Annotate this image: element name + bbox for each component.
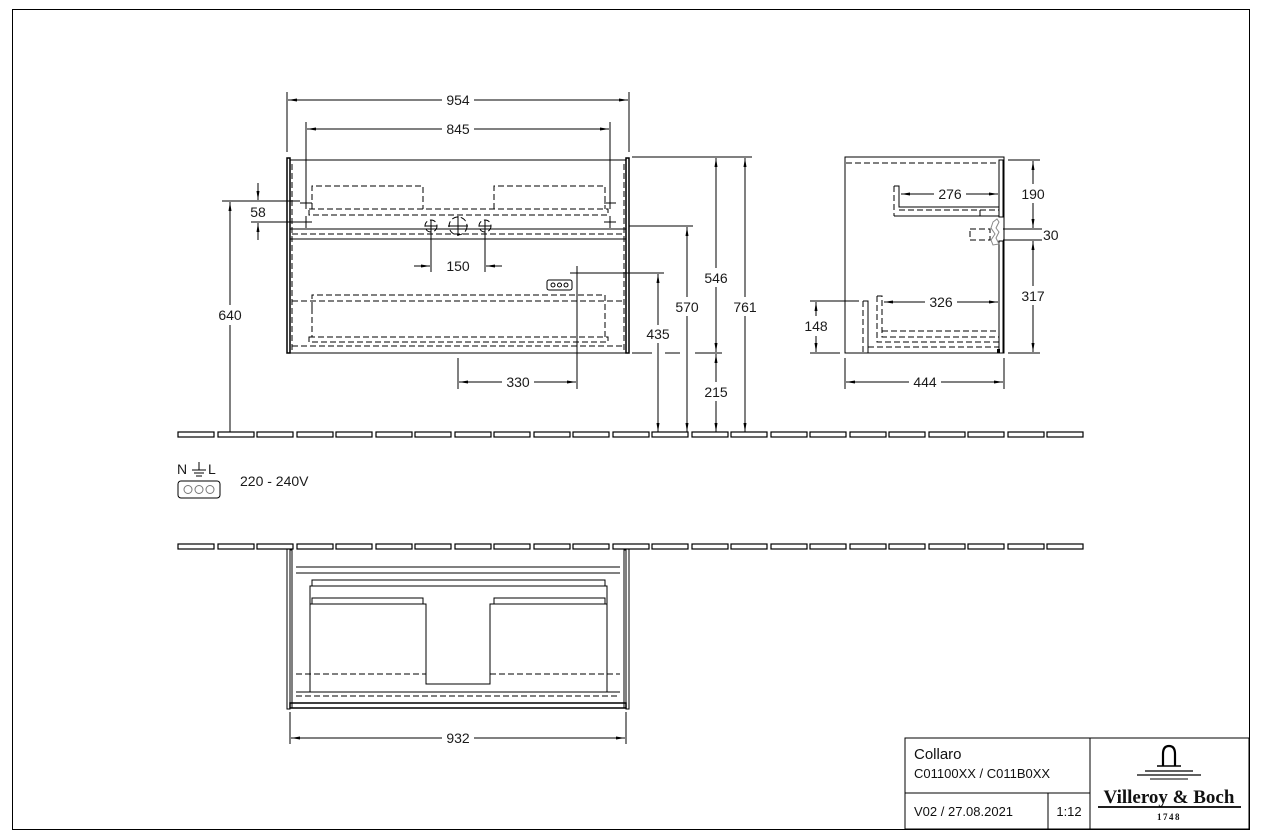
product-name: Collaro [914,746,962,763]
terminal-n-label: N [177,461,187,477]
side-view: 276 326 190 30 317 148 444 [804,156,1059,390]
dim-lower-drawer-depth: 326 [929,294,953,310]
title-block: Collaro C01100XX / C011B0XX V02 / 27.08.… [904,737,1250,830]
version-date: V02 / 27.08.2021 [914,804,1013,819]
dim-height-546: 546 [704,270,728,286]
electrical-spec: N L 220 - 240V [177,461,309,499]
dim-tap-spacing: 150 [446,258,470,274]
dim-basin-centers: 845 [446,121,470,137]
drawing-frame [12,9,1250,830]
tap-holes [424,216,492,236]
dim-divider: 30 [1043,227,1059,243]
dim-height-570: 570 [675,299,699,315]
drawing-scale: 1:12 [1056,804,1081,819]
front-view: 954 845 58 640 150 330 [218,92,757,432]
dim-drain-offset: 58 [250,204,266,220]
dim-overall-depth: 444 [913,374,937,390]
socket-icon [177,480,221,499]
dim-lower-front: 148 [804,318,828,334]
terminal-l-label: L [208,461,216,477]
dim-height-435: 435 [646,326,670,342]
floor-line-lower [177,543,1084,550]
brand-logo-icon [1137,744,1201,780]
dim-lower-height: 317 [1021,288,1045,304]
dim-overall-width: 954 [446,92,470,108]
brand-name: Villeroy & Boch [1104,787,1235,808]
dim-upper-drawer-depth: 276 [938,186,962,202]
top-view: 932 [286,548,630,746]
dim-inner-width: 932 [446,730,470,746]
dim-socket-offset: 330 [506,374,530,390]
floor-line-upper [177,431,1084,438]
article-numbers: C01100XX / C011B0XX [914,766,1050,781]
dim-height-215: 215 [704,384,728,400]
brand-year: 1748 [1157,812,1181,822]
dim-height-640: 640 [218,307,242,323]
dim-height-761: 761 [733,299,757,315]
dim-top-gap: 190 [1021,186,1045,202]
socket-icon [546,279,573,291]
ground-icon [192,462,206,477]
voltage-label: 220 - 240V [240,473,309,489]
